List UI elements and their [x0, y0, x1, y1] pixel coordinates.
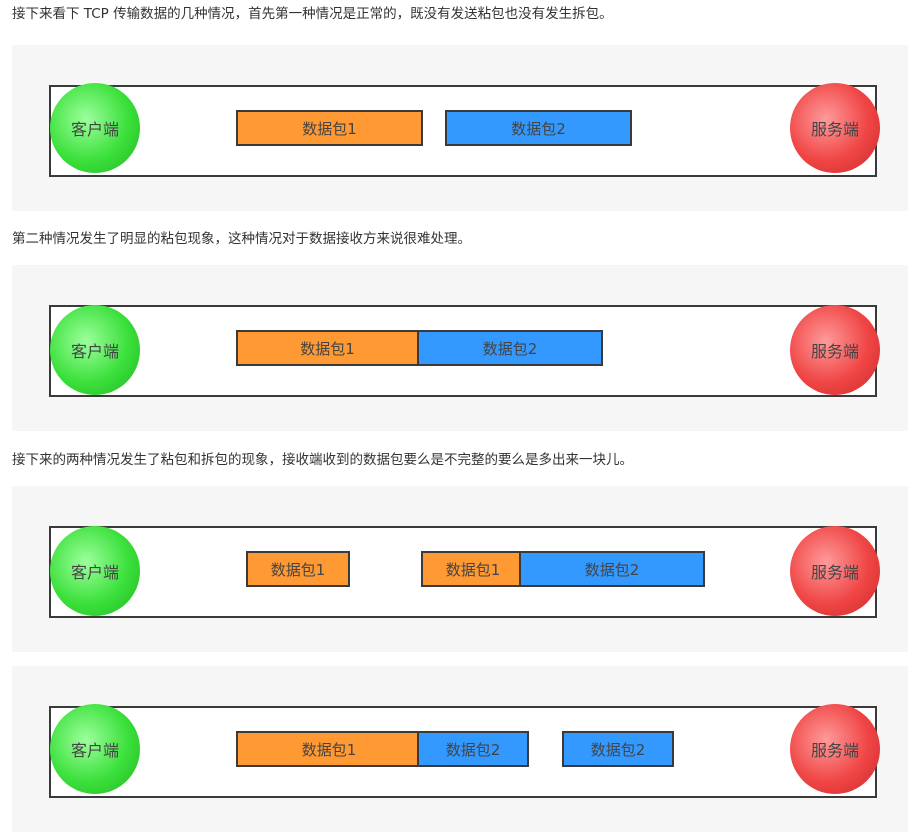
client-node: 客户端 [50, 704, 140, 794]
packet-1-part: 数据包1 [246, 551, 350, 587]
scenario-sticky: 客户端 服务端 数据包1 数据包2 [12, 265, 908, 431]
client-node: 客户端 [50, 83, 140, 173]
scenario-split-second: 客户端 服务端 数据包1 数据包2 数据包2 [12, 666, 908, 832]
caption-sticky: 第二种情况发生了明显的粘包现象，这种情况对于数据接收方来说很难处理。 [12, 231, 471, 247]
server-node: 服务端 [790, 305, 880, 395]
client-node: 客户端 [50, 526, 140, 616]
packet-1-part: 数据包1 [421, 551, 525, 587]
packet-2: 数据包2 [519, 551, 705, 587]
server-node: 服务端 [790, 526, 880, 616]
packet-1: 数据包1 [236, 330, 419, 366]
server-node: 服务端 [790, 704, 880, 794]
scenario-split-first: 客户端 服务端 数据包1 数据包1 数据包2 [12, 486, 908, 652]
packet-1: 数据包1 [236, 731, 422, 767]
packet-2-part: 数据包2 [417, 731, 529, 767]
scenario-normal: 客户端 服务端 数据包1 数据包2 [12, 45, 908, 211]
caption-normal: 接下来看下 TCP 传输数据的几种情况，首先第一种情况是正常的，既没有发送粘包也… [12, 6, 613, 22]
caption-sticky-split: 接下来的两种情况发生了粘包和拆包的现象，接收端收到的数据包要么是不完整的要么是多… [12, 452, 633, 468]
server-node: 服务端 [790, 83, 880, 173]
client-node: 客户端 [50, 305, 140, 395]
packet-2: 数据包2 [417, 330, 603, 366]
packet-2-part: 数据包2 [562, 731, 674, 767]
packet-1: 数据包1 [236, 110, 423, 146]
packet-2: 数据包2 [445, 110, 632, 146]
